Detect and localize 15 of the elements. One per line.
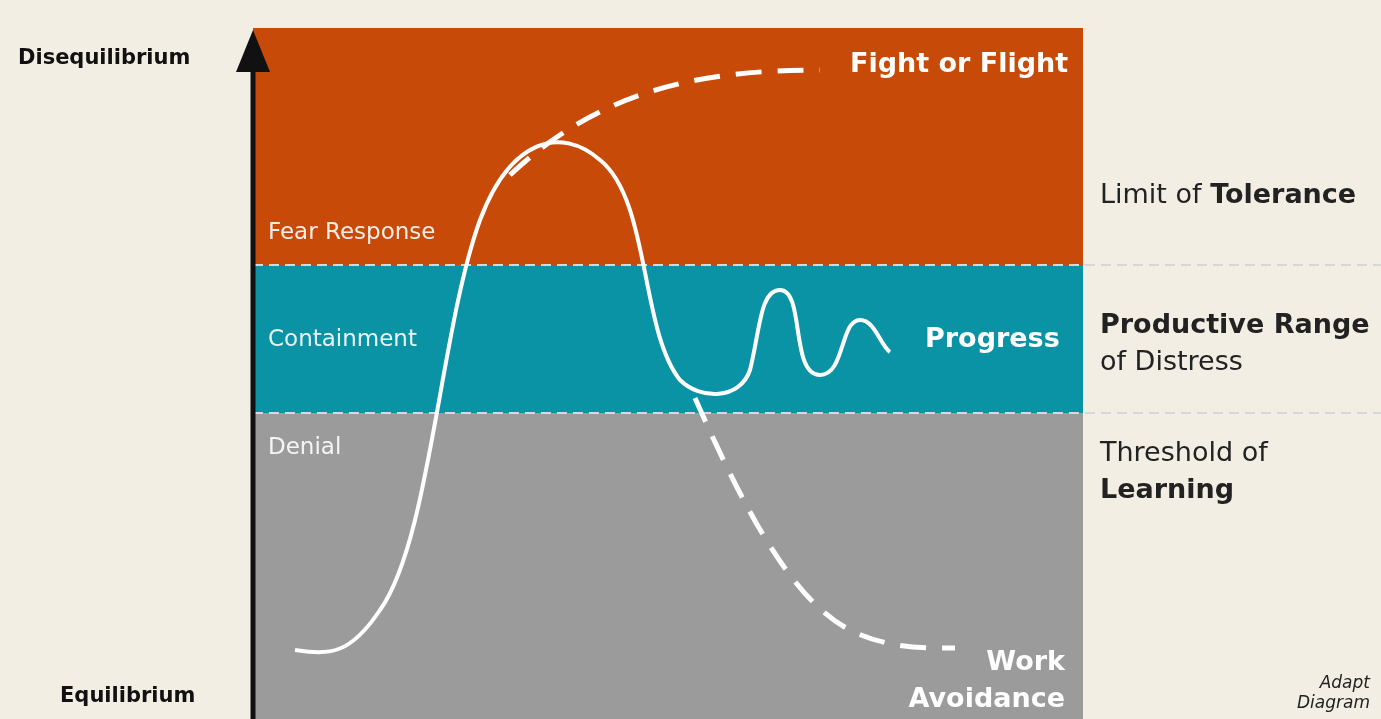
side-label: Limit of Tolerance: [1100, 177, 1358, 211]
zone-label: Progress: [925, 322, 1060, 353]
band-label: Denial: [268, 433, 342, 459]
axis-label: Equilibrium: [60, 683, 196, 707]
zone-label: Fight or Flight: [850, 47, 1069, 78]
note: Adapt Diagram: [1296, 672, 1370, 712]
side-label: Productive Range of Distress: [1100, 307, 1371, 378]
containment-band: [253, 265, 1083, 413]
band-label: Fear Response: [268, 218, 436, 244]
axis-label: Disequilibrium: [18, 45, 191, 69]
fear-response-band: [253, 28, 1083, 265]
band-label: Containment: [268, 325, 417, 351]
zone-label: Work Avoidance: [907, 644, 1065, 715]
side-label: Threshold of Learning: [1100, 435, 1270, 506]
denial-band: [253, 413, 1083, 719]
